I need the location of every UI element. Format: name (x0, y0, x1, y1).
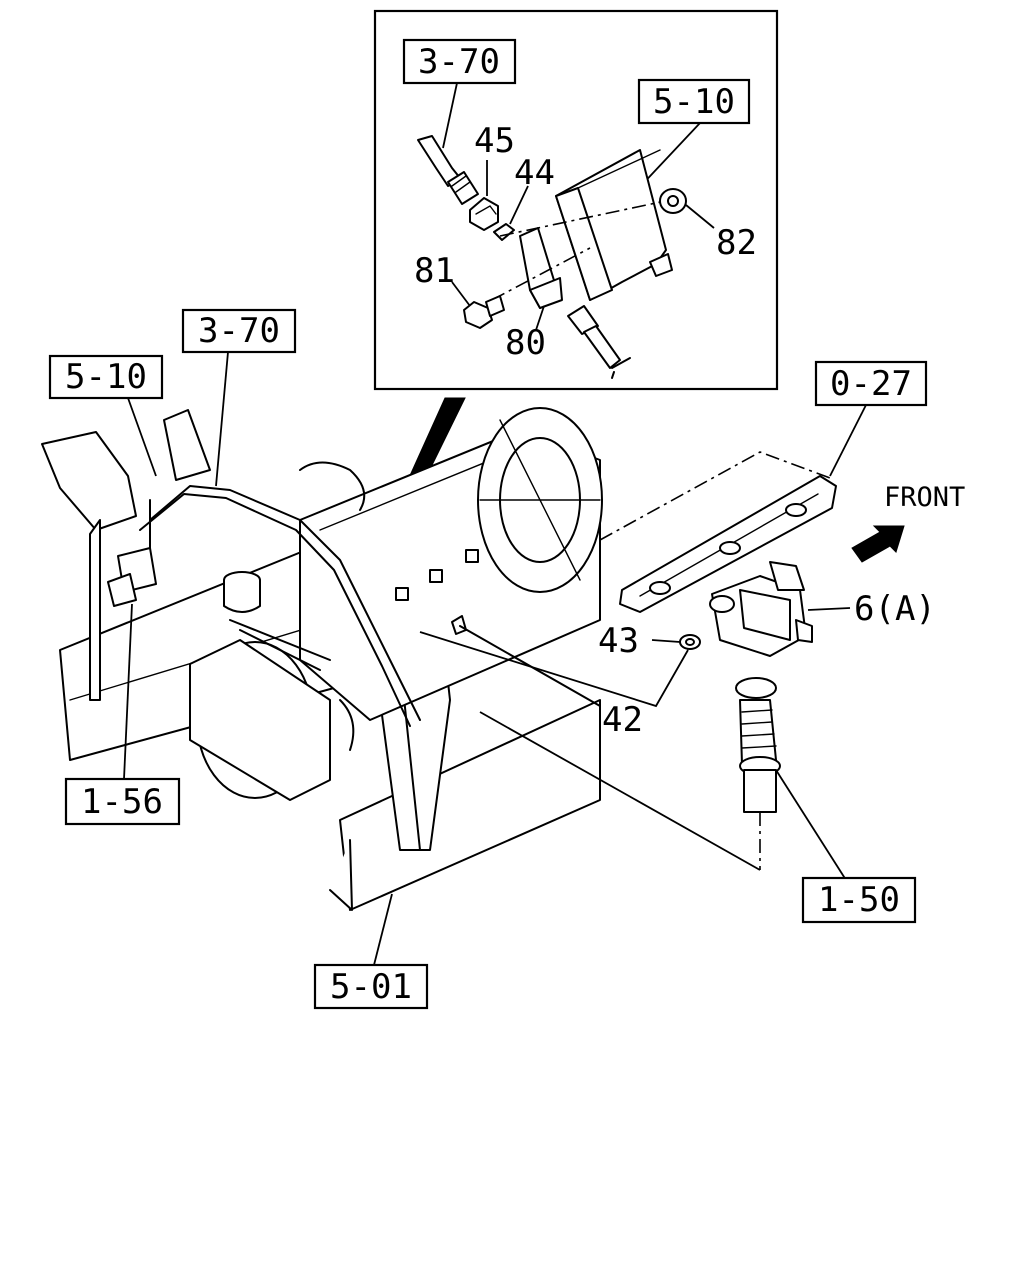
part-number-80[interactable]: 80 (505, 323, 546, 363)
part-number-6a[interactable]: 6(A) (854, 589, 936, 629)
inset-reference-5-10-label: 5-10 (653, 82, 735, 122)
exhaust-manifold (619, 475, 837, 613)
reference-0-27-label: 0-27 (830, 364, 912, 404)
part-number-43[interactable]: 43 (598, 621, 639, 661)
reference-5-01[interactable]: 5-01 (313, 963, 429, 1010)
harness-connector-upper (417, 135, 479, 205)
part-number-81[interactable]: 81 (414, 251, 455, 291)
front-label: FRONT (884, 482, 965, 513)
bolt-42 (451, 615, 601, 707)
engine-block (189, 407, 603, 801)
nut-45 (469, 197, 499, 231)
clip-44 (493, 223, 515, 241)
inset-reference-3-70[interactable]: 3-70 (402, 38, 517, 85)
inset-reference-5-10[interactable]: 5-10 (637, 78, 751, 125)
reference-5-10[interactable]: 5-10 (48, 354, 164, 400)
harness-connector-lower (567, 305, 631, 379)
inset-reference-3-70-label: 3-70 (418, 42, 500, 82)
reference-0-27[interactable]: 0-27 (814, 360, 928, 407)
reference-5-01-label: 5-01 (330, 967, 412, 1007)
gasket-43 (679, 634, 701, 650)
part-number-44[interactable]: 44 (514, 153, 555, 193)
nut-82 (659, 188, 687, 214)
reference-1-50[interactable]: 1-50 (801, 876, 917, 924)
bolt-81 (463, 295, 505, 329)
part-number-82[interactable]: 82 (716, 223, 757, 263)
front-direction-indicator: FRONT (851, 482, 965, 563)
inset-detail: 3-70 5-10 45 44 (373, 9, 779, 391)
reference-3-70[interactable]: 3-70 (181, 308, 297, 354)
front-arrow-icon (851, 525, 905, 563)
reference-5-10-label: 5-10 (65, 357, 147, 397)
reference-1-50-label: 1-50 (818, 880, 900, 920)
reference-1-56[interactable]: 1-56 (64, 777, 181, 826)
part-number-45[interactable]: 45 (474, 121, 515, 161)
harness-tubes (107, 485, 421, 727)
reference-1-56-label: 1-56 (81, 782, 163, 822)
exhaust-brake-valve (709, 561, 813, 657)
exhaust-pipe (735, 677, 781, 813)
frame-member-inset (555, 149, 673, 301)
reference-3-70-label: 3-70 (198, 311, 280, 351)
part-number-42[interactable]: 42 (602, 700, 643, 740)
